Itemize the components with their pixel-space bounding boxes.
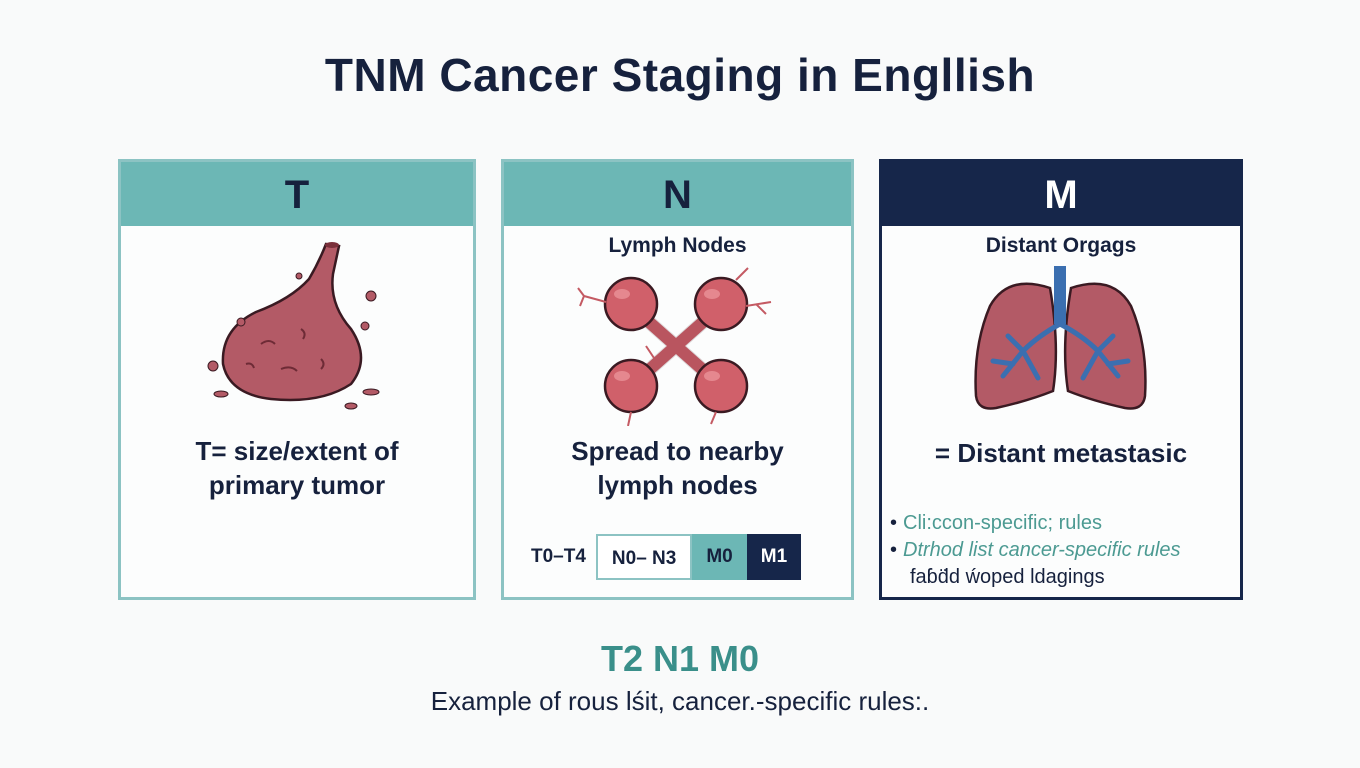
card-m: M Distant Orgags = Distant metastasic •C…: [879, 159, 1243, 600]
card-n-subtitle: Lymph Nodes: [608, 234, 747, 257]
card-t-description: T= size/extent of primary tumor: [195, 436, 399, 500]
scale-cell-m1: M1: [746, 534, 802, 580]
card-m-header: M: [882, 162, 1240, 226]
card-n-description: Spread to nearby lymph nodes: [571, 436, 784, 500]
lymph-nodes-icon: [577, 267, 772, 426]
scale-cell-n: N0– N3: [595, 534, 693, 580]
stage-scale: T0–T4 N0– N3 M0 M1: [531, 534, 802, 580]
bullet-list: •Cli:ccon-specific; rules •Dtrhod list c…: [890, 510, 1181, 591]
lungs-icon: [974, 266, 1147, 410]
card-m-description: = Distant metastasic: [934, 438, 1188, 468]
bullet-item: •Cli:ccon-specific; rules: [890, 512, 1102, 534]
card-n: N Lymph Nodes Spread to nearby lymph nod…: [501, 159, 854, 600]
card-t-header: T: [121, 162, 473, 226]
scale-cell-m0: M0: [692, 534, 747, 580]
card-m-subtitle: Distant Orgags: [985, 234, 1137, 257]
scale-label-t: T0–T4: [531, 546, 586, 567]
bullet-item: •Dtrhod list cancer-specific rules: [890, 539, 1181, 561]
card-t: T T= size/extent of primary tumor: [118, 159, 476, 600]
card-n-header: N: [504, 162, 851, 226]
bullet-footer: faɓd̈d ẃoped ldagings: [910, 566, 1105, 588]
example-stage: T2 N1 M0: [600, 638, 760, 679]
example-note: Example of rous lśit, cancer.-specific r…: [430, 686, 930, 716]
tumor-icon: [207, 242, 380, 410]
page-title: TNM Cancer Staging in Engllish: [324, 49, 1036, 101]
